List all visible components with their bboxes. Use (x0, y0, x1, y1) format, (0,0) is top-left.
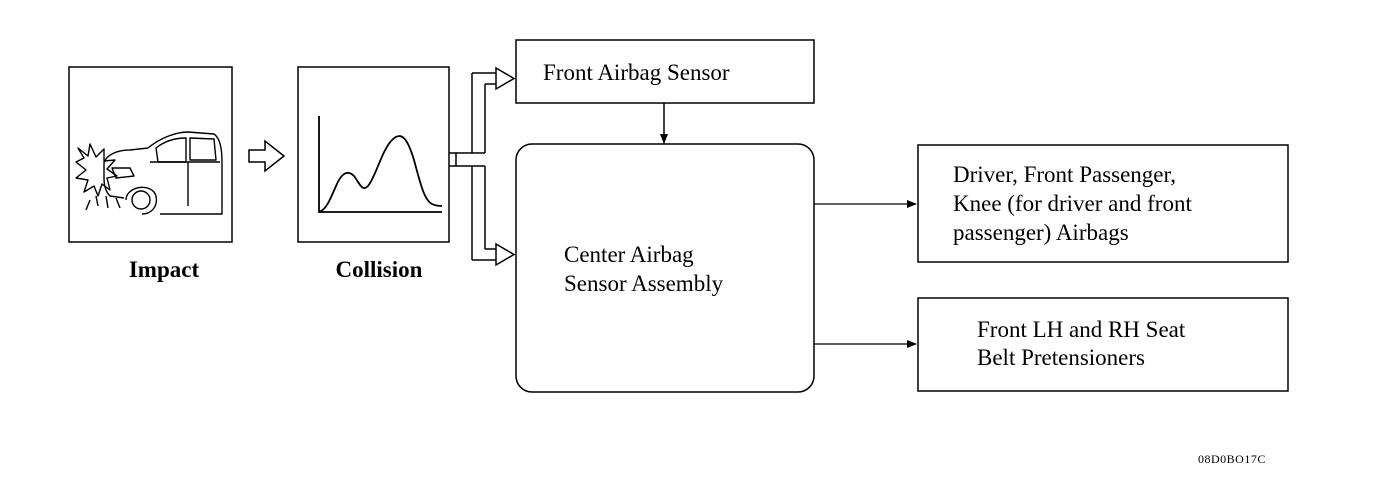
impact-caption: Impact (128, 257, 200, 282)
hollow-arrowhead-bottom (495, 242, 516, 267)
center-sensor-label-line2: Sensor Assembly (564, 271, 724, 296)
front-airbag-sensor-box (515, 39, 815, 104)
pretensioners-label-line2: Belt Pretensioners (977, 345, 1145, 370)
car-crash-icon (75, 131, 223, 215)
pretensioners-label-line1: Front LH and RH Seat (977, 317, 1186, 342)
hollow-arrow-icon (248, 139, 286, 173)
collision-caption: Collision (335, 257, 423, 282)
impact-box (68, 66, 233, 243)
signal-connector (449, 72, 496, 261)
airbags-label-line1: Driver, Front Passenger, (953, 162, 1177, 187)
collision-box (297, 66, 450, 243)
pretensioners-box (917, 297, 1289, 392)
airbags-label-line3: passenger) Airbags (953, 220, 1129, 245)
deceleration-waveform-icon (318, 116, 443, 213)
figure-code: 08D0BO17C (1198, 452, 1266, 466)
airbags-label-line2: Knee (for driver and front (953, 191, 1192, 216)
airbags-box (917, 144, 1289, 263)
front-airbag-sensor-label: Front Airbag Sensor (543, 60, 730, 85)
center-sensor-box (515, 143, 815, 393)
center-sensor-label-line1: Center Airbag (564, 242, 694, 267)
hollow-arrowhead-top (495, 66, 516, 91)
